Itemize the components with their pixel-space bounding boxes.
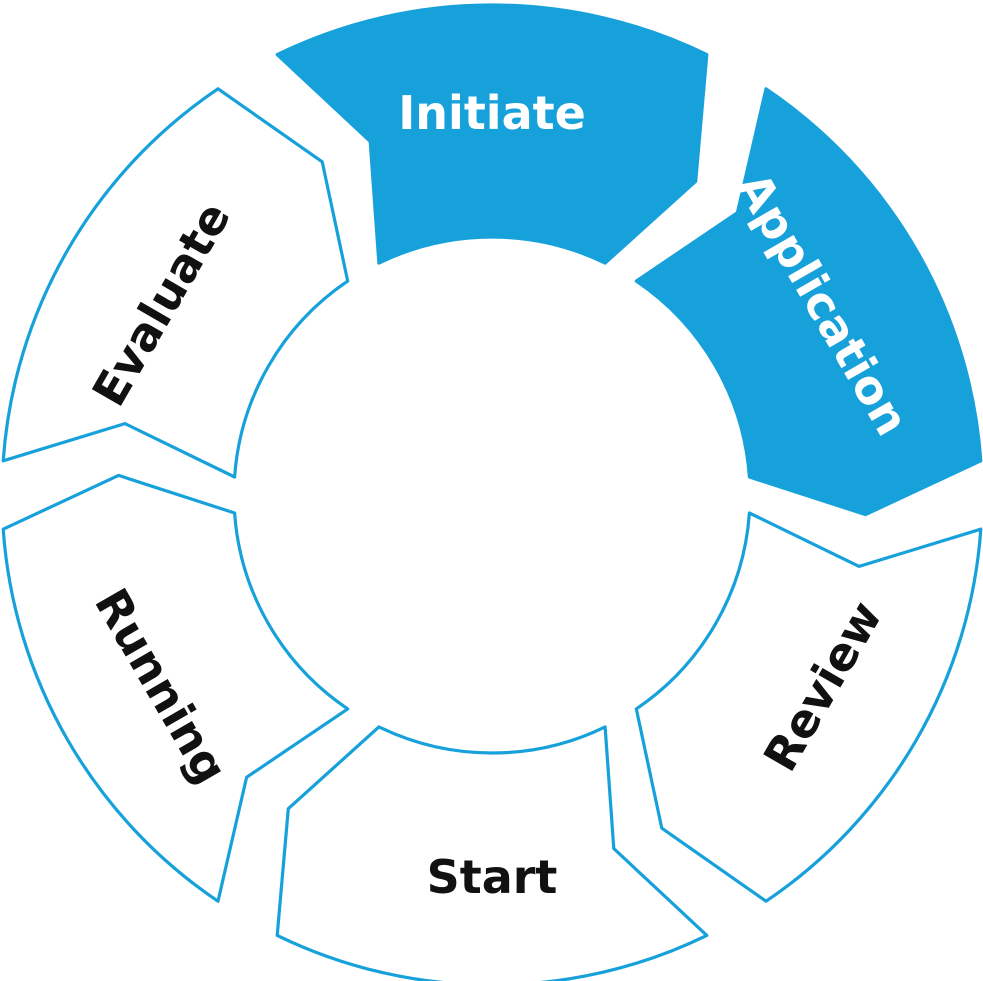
segment-running: Running — [1, 473, 350, 903]
segment-initiate-shape — [275, 3, 709, 265]
segment-initiate-label: Initiate — [398, 86, 586, 140]
segment-review-shape — [634, 511, 983, 903]
segment-evaluate: Evaluate — [1, 87, 350, 479]
segment-application-shape — [634, 87, 983, 517]
segment-initiate: Initiate — [275, 3, 709, 265]
segment-review: Review — [634, 511, 983, 903]
segment-start-shape — [275, 725, 709, 981]
segment-running-shape — [1, 473, 350, 903]
segment-application: Application — [634, 87, 983, 517]
segment-start: Start — [275, 725, 709, 981]
segment-evaluate-shape — [1, 87, 350, 479]
segment-start-label: Start — [427, 850, 558, 904]
